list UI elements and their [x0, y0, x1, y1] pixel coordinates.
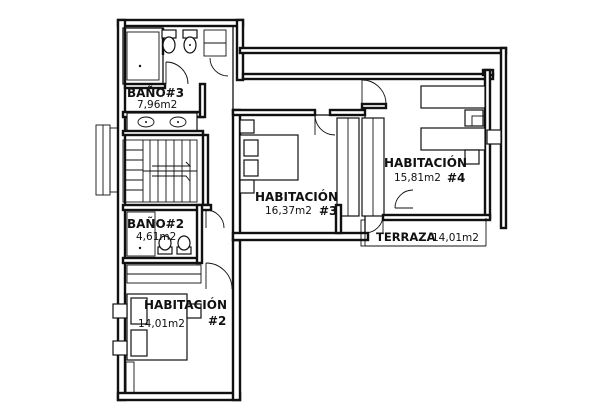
hab4-name: HABITACIÓN [384, 155, 467, 170]
hab2-number: #2 [208, 314, 226, 328]
hab-2-area [112, 262, 233, 394]
bano-3-area [121, 27, 229, 137]
terraza-area [360, 218, 487, 247]
stair-window [95, 124, 119, 196]
hab2-area: 14,01m2 [138, 318, 185, 330]
bano2-name: BAÑO#2 [127, 216, 184, 231]
stair-partition-wall [201, 133, 210, 207]
bidet-icon [182, 29, 198, 54]
hab3-area: 16,37m2 [265, 205, 312, 217]
bano2-sink-icon [176, 235, 192, 255]
hab2-name: HABITACIÓN [144, 297, 227, 312]
bano2-toilet-icon [157, 235, 173, 255]
bed-hab3-icon [239, 119, 299, 194]
terraza-name: TERRAZA [376, 230, 436, 244]
bed-hab2-icon [112, 293, 202, 361]
bano3-area: 7,96m2 [137, 99, 177, 111]
hall-walls [238, 46, 508, 230]
room-labels: BAÑO#3 7,96m2 BAÑO#2 4,61m2 HABITACIÓN #… [127, 85, 479, 330]
hab-3-furniture [239, 114, 385, 235]
hab-4-furniture [394, 85, 502, 209]
bed-hab4-icon [420, 85, 502, 165]
bano2-area: 4,61m2 [136, 231, 176, 243]
bano-2-area [121, 203, 225, 265]
bano3-name: BAÑO#3 [127, 85, 184, 100]
hab4-area: 15,81m2 [394, 172, 441, 184]
terraza-area: 14,01m2 [432, 232, 479, 244]
hab3-name: HABITACIÓN [255, 189, 338, 204]
hab3-number: #3 [319, 204, 337, 218]
double-sink-icon [126, 112, 198, 132]
staircase [122, 139, 198, 203]
hab4-number: #4 [447, 171, 465, 185]
toilet-icon [161, 29, 177, 54]
